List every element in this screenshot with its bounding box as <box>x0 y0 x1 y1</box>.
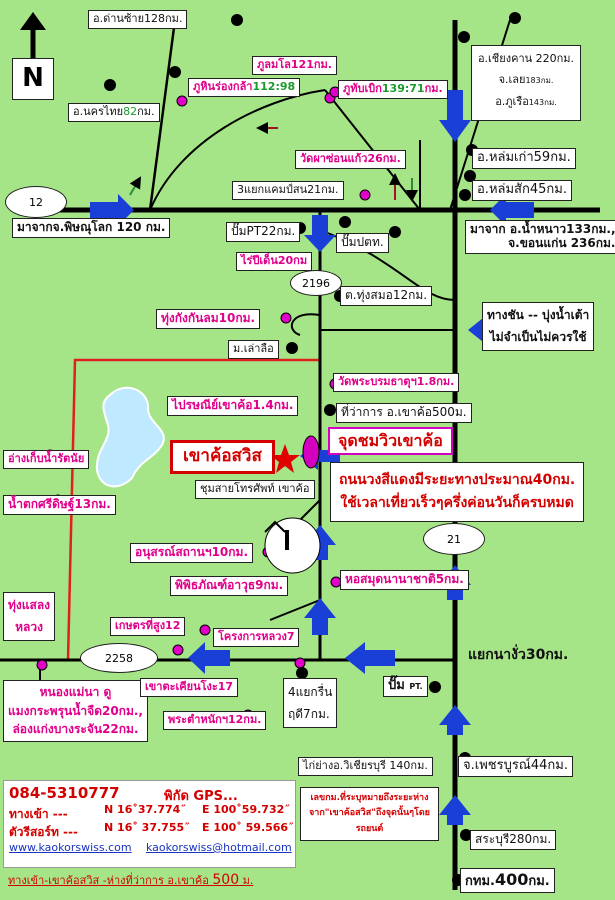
place-monument: อนุสรณ์สถานฯ10กม. <box>130 543 254 563</box>
road-2258-label: 2258 <box>80 643 158 673</box>
road-21-label: 21 <box>423 523 485 555</box>
road-12-label: 12 <box>5 186 67 218</box>
place-phetchabun: จ.เพชรบูรณ์44กม. <box>458 756 573 777</box>
place-phu-hin: ภูหินร่องกล้า112:98 <box>188 78 301 97</box>
place-tung-saeng-luang: ทุ่งแสลงหลวง <box>3 592 56 642</box>
place-nakhon-thai: อ.นครไทย82กม. <box>68 103 160 122</box>
place-nang-ngua: แยกนางั่ว30กม. <box>468 647 569 663</box>
viewpoint-marker <box>302 435 320 469</box>
place-tung-samo: ต.ทุ่งสมอ12กม. <box>340 286 433 306</box>
place-museum: พิพิธภัณฑ์อาวุธ9กม. <box>170 576 289 596</box>
website-link[interactable]: www.kaokorswiss.com <box>9 841 132 854</box>
place-phone-exchange: ชุมสายโทรศัพท์ เขาค้อ <box>195 480 315 499</box>
entry-label: ทางเข้า --- <box>9 807 68 821</box>
road-dots <box>104 12 521 886</box>
place-wat-phra-borom: วัดพระบรมธาตุฯ1.8กม. <box>333 373 460 392</box>
contact-box: 084-5310777 พิกัด GPS... ทางเข้า --- N 1… <box>3 780 296 868</box>
place-note: เลขกม.ที่ระบุหมายถึงระยะห่างจาก"เขาค้อสว… <box>300 787 439 841</box>
place-observatory: หอสมุดนานาชาติ5กม. <box>340 570 469 590</box>
place-high-farm: เกษตรที่สูง12 <box>110 617 186 636</box>
place-chai-chai: ไก่ย่างอ.วิเชียรบุรี 140กม. <box>298 757 433 776</box>
place-khao-takhian: เขาตะเคียนโงะ17 <box>140 678 239 697</box>
place-phu-lom-lo: ภูลมโล121กม. <box>252 56 337 75</box>
place-pump-ptt: ปั๊มปตท. <box>336 233 389 253</box>
north-label: N <box>12 58 54 100</box>
place-waterfall: น้ำตกศรีดิษฐ์13กม. <box>3 495 116 515</box>
place-four-way: 4แยกรื่นฤดี7กม. <box>283 678 338 729</box>
place-saraburi: สระบุรี280กม. <box>470 830 557 850</box>
place-royal-project: โครงการหลวง7 <box>213 628 300 647</box>
place-rai-pee-den: ไร่ปีเด็น20กม <box>236 252 313 271</box>
star-icon <box>270 444 300 473</box>
place-lom-sak: อ.หล่มสัก45กม. <box>472 180 572 201</box>
place-reservoir: อ่างเก็บน้ำรัตนัย <box>3 450 90 469</box>
place-bangkok: กทม.400กม. <box>460 868 555 893</box>
phone: 084-5310777 <box>9 784 120 802</box>
road-nakhon-thai <box>148 19 177 211</box>
entry-note: ทางเข้า-เขาค้อสวิส -ห่างที่ว่าการ อ.เขาค… <box>8 872 254 888</box>
place-pump-pt22: ปั๊มPT22กม. <box>226 222 301 242</box>
place-palace: พระตำหนักฯ12กม. <box>163 711 267 730</box>
place-phu-thap-boek: ภูทับเบิก139:71กม. <box>338 80 448 99</box>
place-viewpoint: จุดชมวิวเขาค้อ <box>328 427 453 456</box>
place-lom-kao: อ.หล่มเก่า59กม. <box>472 148 576 169</box>
entry-n: N 16˚37.774˝ <box>104 803 186 816</box>
place-from-phitsanulok: มาจากจ.พิษณุโลก 120 กม. <box>12 218 171 238</box>
place-khao-kho-switz: เขาค้อสวิส <box>170 440 275 474</box>
reservoir-shape <box>95 386 165 488</box>
place-wat-pha-sorn-kaew: วัดผาซ่อนแก้ว26กม. <box>295 150 406 169</box>
logo-n: N 16˚ 37.755˝ <box>104 821 190 834</box>
north-arrow <box>20 12 46 58</box>
entry-e: E 100˚59.732˝ <box>202 803 290 816</box>
small-arrows <box>129 122 418 202</box>
logo-label: ตัวรีสอร์ท --- <box>9 825 78 839</box>
logo-e: E 100˚ 59.566˝ <box>202 821 294 834</box>
place-chiang-khan: อ.เชียงคาน 220กม.จ.เลย183กม.อ.ภูเรือ143ก… <box>471 45 581 121</box>
place-post-office: ไปรษณีย์เขาค้อ1.4กม. <box>167 396 299 416</box>
place-tung-kang: ทุ่งกังกันลม10กม. <box>156 309 261 329</box>
email-link[interactable]: kaokorswiss@hotmail.com <box>146 841 292 854</box>
gps-title: พิกัด GPS... <box>164 789 238 804</box>
place-camp-son: 3แยกแคมป์สน21กม. <box>232 181 344 200</box>
place-red-road-note: ถนนวงสีแดงมีระยะทางประมาณ40กม.ใช้เวลาเที… <box>330 462 585 523</box>
place-pump-pt: ปั๊ม PT. <box>383 676 428 697</box>
place-from-khon-kaen: มาจาก อ.น้ำหนาว133กม.,จ.ขอนแก่น 236กม. <box>465 220 615 254</box>
road-2196-label: 2196 <box>290 270 342 296</box>
place-nong-mae-na: หนองแม่นา ดูแมงกระพรุนน้ำจืด20กม.,ล่องแก… <box>3 680 148 742</box>
place-dan-sai: อ.ด่านซ้าย128กม. <box>88 10 188 29</box>
place-district-office: ที่ว่าการ อ.เขาค้อ500ม. <box>336 403 472 423</box>
place-steep-way: ทางชัน -- บุ่งน้ำเต้าไม่จำเป็นไม่ควรใช้ <box>482 302 595 352</box>
place-mo-lao-lue: ม.เล่าลือ <box>228 340 279 359</box>
